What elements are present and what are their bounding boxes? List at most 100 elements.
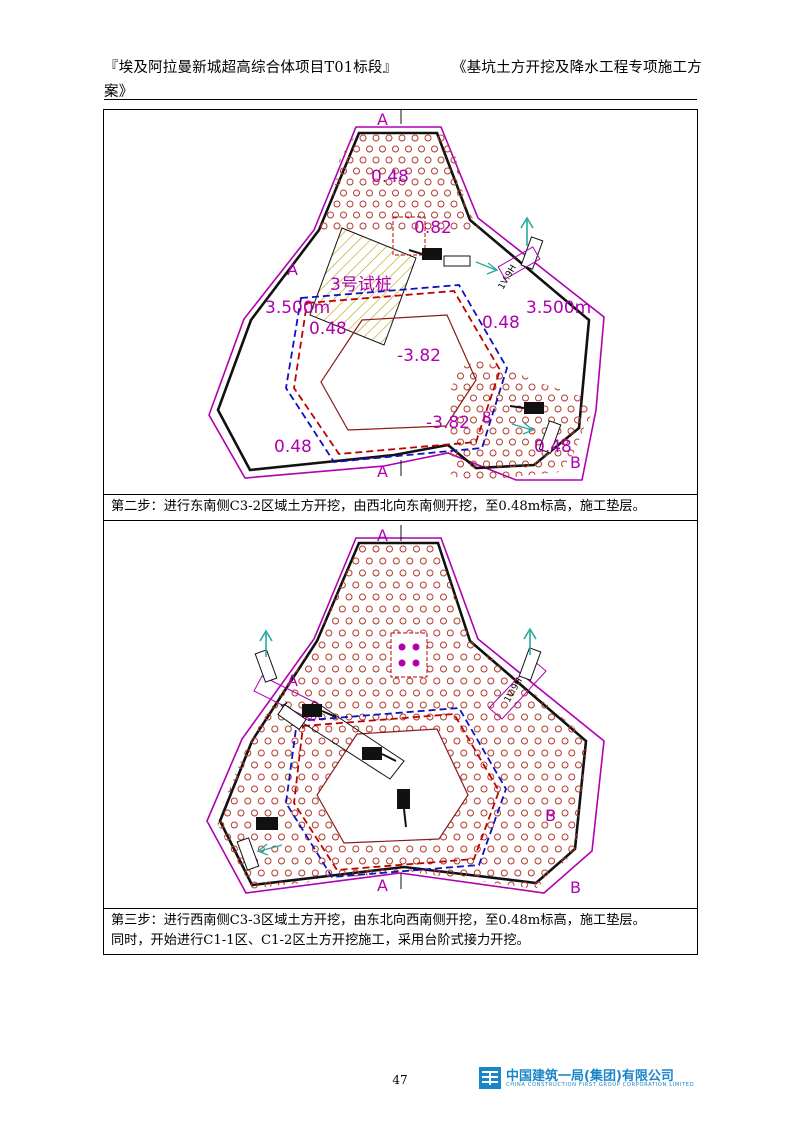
pile-circle [284,821,292,829]
pile-circle [224,641,231,649]
pile-circle [561,372,568,380]
pile-circle [460,581,468,589]
pile-circle [444,145,451,153]
pile-circle [298,749,306,757]
pile-circle [460,557,468,565]
excavator-north [408,248,471,267]
pile-circle [467,785,474,793]
pile-circle [575,617,582,625]
pile-circle [224,617,231,625]
pile-circle [305,761,312,769]
pile-circle [419,677,427,685]
inner-pit-hexagon [320,314,477,431]
pile-circle [507,857,515,865]
pile-circle [431,189,438,197]
pile-circle [554,471,562,479]
pile-circle [237,809,245,817]
pile-circle [494,665,501,673]
pile-circle [554,797,562,805]
pile-circle [487,869,495,877]
pile-circle [251,617,258,625]
pile-circle [587,460,592,468]
row-divider [104,520,697,521]
step3-caption-line1: 第三步：进行西南侧C3-3区域土方开挖，由东北向西南侧开挖，至0.48m标高，施… [111,913,646,928]
pile-circle [278,569,285,577]
pile-circle [483,394,490,402]
pile-circle [473,677,481,685]
pile-circle [522,460,529,468]
pile-circle [487,749,495,757]
pile-circle [217,749,225,757]
pile-circle [460,749,468,757]
pile-circle [379,167,386,175]
pile-circle [284,605,292,613]
pile-circle [237,665,245,673]
pile-circle [446,845,454,853]
pile-circle [353,145,360,153]
exit-arrow-north [520,216,534,246]
pile-circle [418,145,425,153]
pile-circle [437,222,445,230]
pile-circle [587,372,592,380]
pile-circle [271,749,279,757]
pile-circle [398,134,406,142]
pile-circle [589,546,595,552]
pile-circle [216,545,218,553]
pile-circle [521,809,528,817]
pile-circle [284,725,292,733]
pile-circle [365,677,373,685]
pile-circle [453,689,461,697]
pile-circle [311,605,319,613]
pile-circle [230,725,238,733]
pile-circle [278,857,285,865]
pile-circle [217,797,225,805]
pile-circle [554,605,562,613]
pile-circle [527,797,535,805]
pile-circle [291,689,299,697]
pile-circle [528,449,536,457]
pile-circle [230,581,238,589]
pile-circle [450,200,458,208]
excavator-southwest [256,817,278,830]
tower-pad [390,632,428,678]
pile-circle [541,653,549,661]
pile-circle [257,749,265,757]
pile-circle [325,821,333,829]
pile-circle [346,222,354,230]
pile-circle [463,222,471,230]
pile-circle [271,629,279,637]
pile-circle [460,629,468,637]
pile-circle [318,545,326,553]
pile-circle [575,737,582,745]
pile-circle [467,665,474,673]
pile-circle [457,460,464,468]
pile-circle [305,737,312,745]
pile-circle [278,617,285,625]
pile-circle [437,134,445,142]
pile-circle [522,394,529,402]
pile-circle [561,881,569,889]
pile-circle [237,713,245,721]
section-label-a-left: A [287,671,298,690]
pile-circle [446,605,454,613]
pile-circle [450,383,458,391]
pile-circle [366,145,373,153]
pile-circle [527,725,535,733]
pile-circle [515,361,523,369]
pile-circle [298,677,306,685]
pile-circle [514,557,522,565]
pile-circle [437,178,445,186]
inner-pit-hexagon [316,728,469,844]
pile-circle [264,761,272,769]
pile-circle [359,178,367,186]
pile-circle [568,557,576,565]
pile-circle [419,845,427,853]
pile-circle [352,557,360,565]
pile-circle [327,145,334,153]
pile-circle [433,557,441,565]
pile-circle [433,629,441,637]
pile-circle [500,701,508,709]
pile-circle [318,569,326,577]
pile-circle [507,833,515,841]
pile-circle [284,797,292,805]
